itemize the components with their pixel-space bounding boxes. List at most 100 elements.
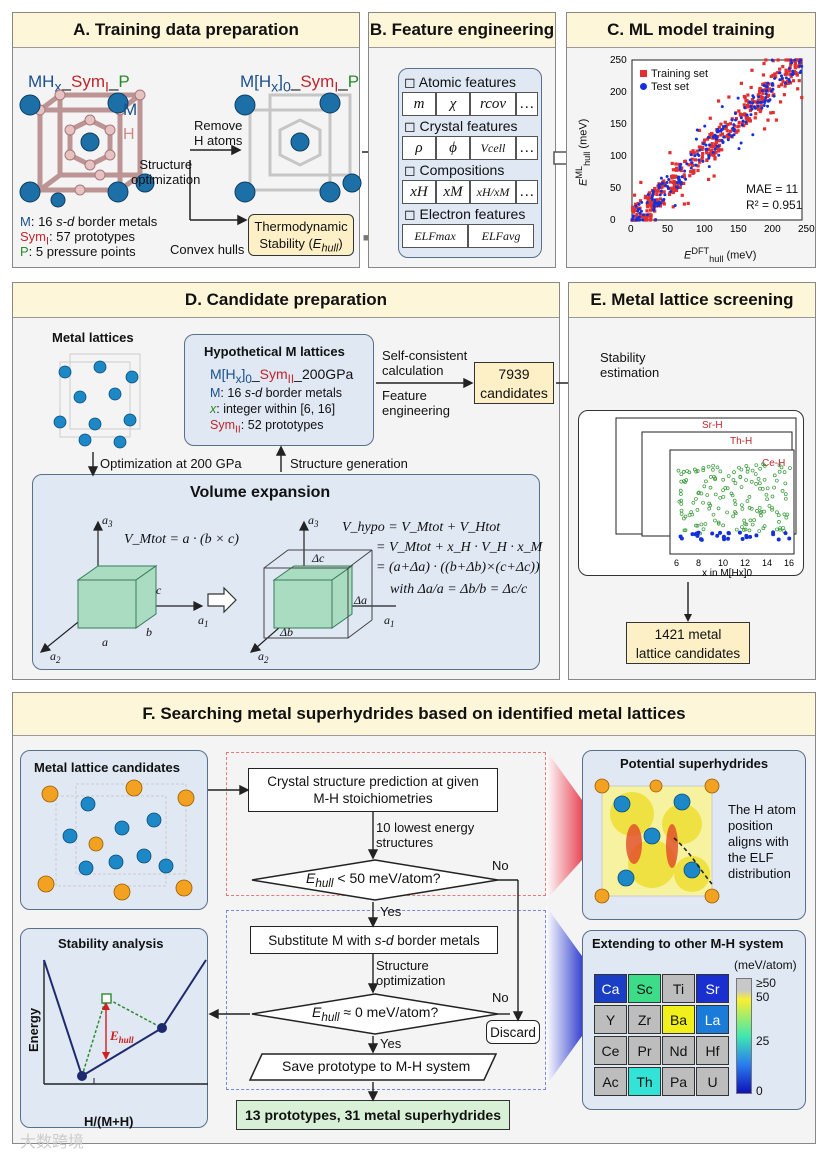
test-point [760,100,764,104]
test-point [680,175,684,179]
screen-point [749,506,754,511]
screen-point [744,464,749,468]
svg-text:Δa: Δa [353,593,367,607]
screen-point [755,509,759,513]
screen-point [757,481,762,486]
x-tick: 200 [764,224,781,235]
training-point [634,206,638,210]
element-tile: Ca [594,974,627,1003]
screen-point [732,470,736,475]
scale-top: ≥50 [756,976,776,990]
test-point [631,217,635,221]
screen-point [778,527,783,532]
screen-point [711,463,715,468]
y-tick: 0 [610,215,616,226]
csp-box: Crystal structure prediction at given M-… [248,768,498,812]
training-point [793,63,797,67]
screen-point [709,475,713,479]
element-tile: Pa [662,1067,695,1096]
stable-point [715,533,720,538]
screen-point [701,500,705,505]
training-point [745,118,749,122]
stability-estimation-label: Stability estimation [600,350,660,380]
screen-point [679,472,684,477]
training-point [728,129,733,133]
stable-point [690,532,695,537]
test-point [675,180,679,184]
training-point [737,124,741,128]
test-point [676,176,680,180]
red-funnel [546,750,582,900]
training-point [774,75,778,79]
test-point [722,135,726,139]
training-point [633,208,637,212]
screen-point [713,476,717,481]
test-point [732,127,736,131]
training-point [640,215,644,219]
screen-point [747,528,752,533]
training-point [734,117,739,121]
training-point [647,191,651,195]
training-point [702,140,706,144]
svg-text:Δb: Δb [279,625,293,639]
feature-cell: ϕ [436,136,470,160]
training-point [687,163,691,167]
test-point [751,133,755,137]
screen-point [683,514,688,519]
feature-group-title: ◻ Compositions [404,162,505,178]
training-point [745,115,749,119]
training-point [727,95,731,99]
test-point [726,138,730,142]
training-point [738,113,743,117]
screen-point [783,496,788,501]
screen-point [765,497,769,502]
training-point [659,191,663,195]
screen-point [788,466,792,470]
legend-training: Training set [640,68,708,80]
training-point [682,202,686,206]
training-point [648,212,652,216]
screen-point [711,467,715,472]
test-point [723,124,727,128]
training-point [658,197,663,201]
training-point [713,156,717,160]
svg-text:Δc: Δc [311,551,325,565]
screen-point [702,484,707,489]
test-point [780,76,784,80]
training-point [668,180,673,184]
training-point [719,133,723,137]
potential-superhydrides-title: Potential superhydrides [620,756,769,771]
feature-cell: ρ [402,136,436,160]
test-point [716,144,720,148]
test-point [707,165,711,169]
screen-point [778,526,782,531]
element-tile: Ce [594,1036,627,1065]
panel-b-title: B. Feature engineering [369,13,555,48]
training-point [739,81,743,85]
test-point [715,137,719,141]
training-point [753,116,757,120]
training-point [761,82,765,86]
screen-point [775,510,779,515]
stable-point [771,532,776,537]
element-tile: Zr [628,1005,661,1034]
test-point [662,197,666,201]
screen-point [750,522,755,527]
y-tick: 200 [610,87,627,98]
training-point [796,87,800,91]
training-point [653,186,657,191]
training-point [749,85,753,90]
metal-lattices-title: Metal lattices [52,330,134,345]
screen-point [748,518,753,523]
training-point [705,151,709,155]
screen-point [757,505,762,510]
training-point [710,142,714,146]
training-point [631,208,635,212]
training-point [648,218,652,222]
test-point [651,193,655,197]
training-point [737,109,741,113]
training-point [706,177,711,182]
